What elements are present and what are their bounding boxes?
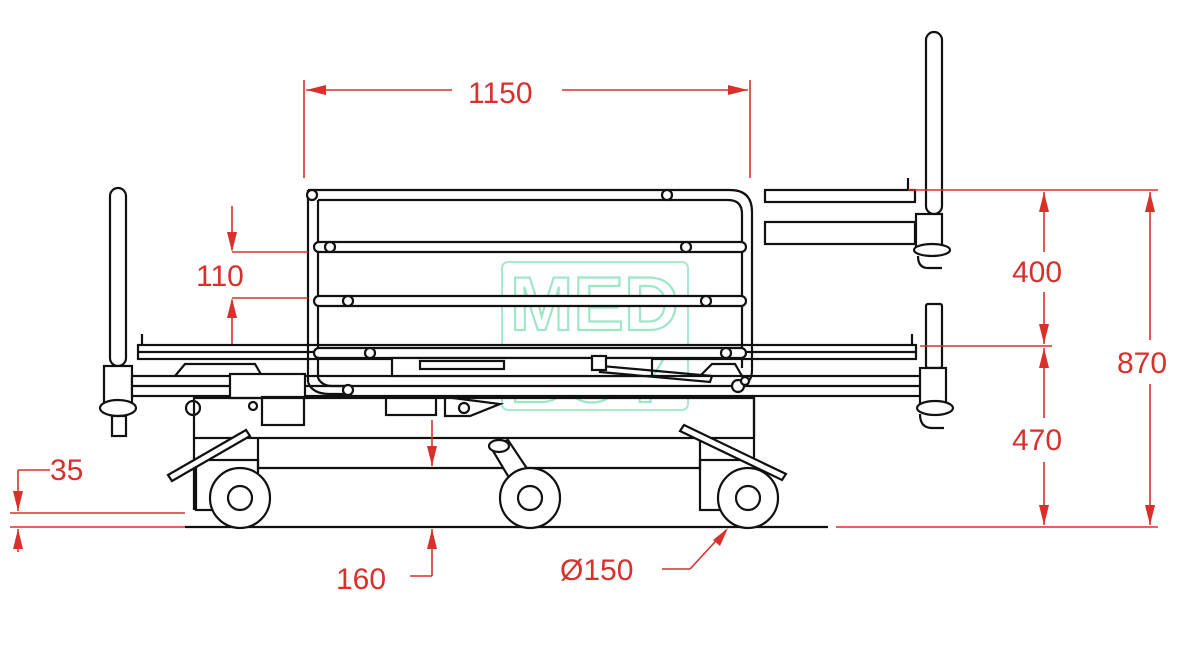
left-post-pin xyxy=(110,414,128,438)
label-wheel-offset: 35 xyxy=(50,454,83,487)
left-brake-pedal xyxy=(166,428,252,483)
lower-rail-piece xyxy=(763,220,917,246)
right-post-lower xyxy=(924,302,944,370)
label-length: 1150 xyxy=(468,77,533,110)
exploded-rails xyxy=(763,178,952,270)
label-wheel-diameter: Ø150 xyxy=(560,554,633,587)
side-rail xyxy=(305,188,754,397)
label-clearance: 160 xyxy=(336,563,386,596)
right-brake-pedal xyxy=(678,423,788,482)
wheel-right xyxy=(716,466,780,530)
wheel-left xyxy=(208,466,272,530)
bed-outline xyxy=(98,30,955,530)
right-post-upper xyxy=(924,30,944,216)
left-post xyxy=(108,186,128,368)
label-upper-height: 400 xyxy=(1012,256,1062,289)
label-lower-height: 470 xyxy=(1012,424,1062,457)
rail-bar-2 xyxy=(312,294,748,308)
label-total-height: 870 xyxy=(1117,347,1167,380)
left-post-cap xyxy=(98,398,138,418)
upper-rail-piece xyxy=(763,188,917,204)
label-rail-gap: 110 xyxy=(196,260,244,293)
wheel-center xyxy=(498,466,562,530)
dimension-labels: 1150 110 400 470 870 35 160 Ø150 xyxy=(50,77,1167,596)
rail-bar-1 xyxy=(312,240,748,254)
rail-bar-3 xyxy=(312,346,748,360)
dimension-lines xyxy=(10,80,1158,577)
